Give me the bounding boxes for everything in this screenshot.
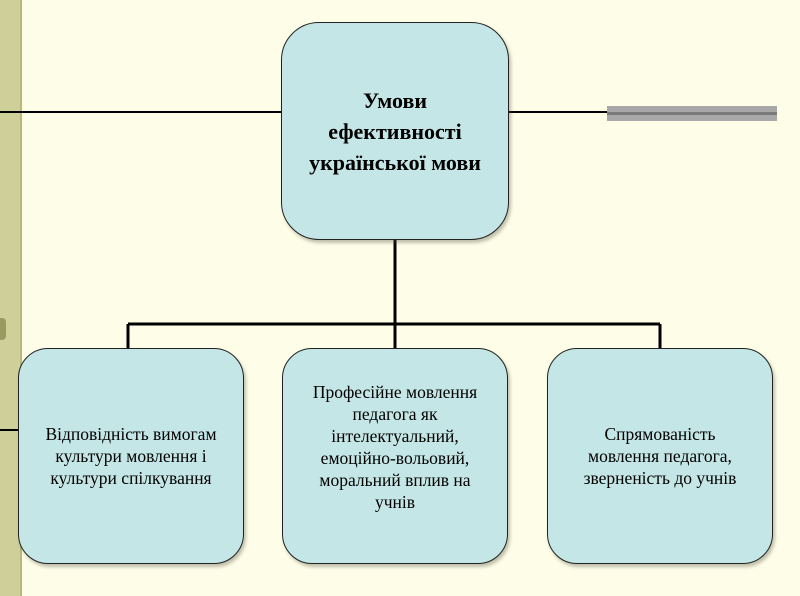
child-node-3-label: Спрямованість мовлення педагога, звернен… [583,424,737,488]
child-node-3: Спрямованість мовлення педагога, звернен… [547,348,773,564]
left-decorative-band [0,0,20,596]
root-node: Умови ефективності української мови [281,22,509,240]
child-node-1-label: Відповідність вимогам культури мовлення … [45,424,217,488]
child-node-2: Професійне мовлення педагога як інтелект… [282,348,508,564]
root-node-label: Умови ефективності української мови [309,87,481,175]
left-band-edge [20,0,22,596]
child-node-2-label: Професійне мовлення педагога як інтелект… [312,382,478,512]
left-band-notch [0,318,6,340]
child-node-1: Відповідність вимогам культури мовлення … [18,348,244,564]
decorative-gray-bar-line [607,112,777,115]
